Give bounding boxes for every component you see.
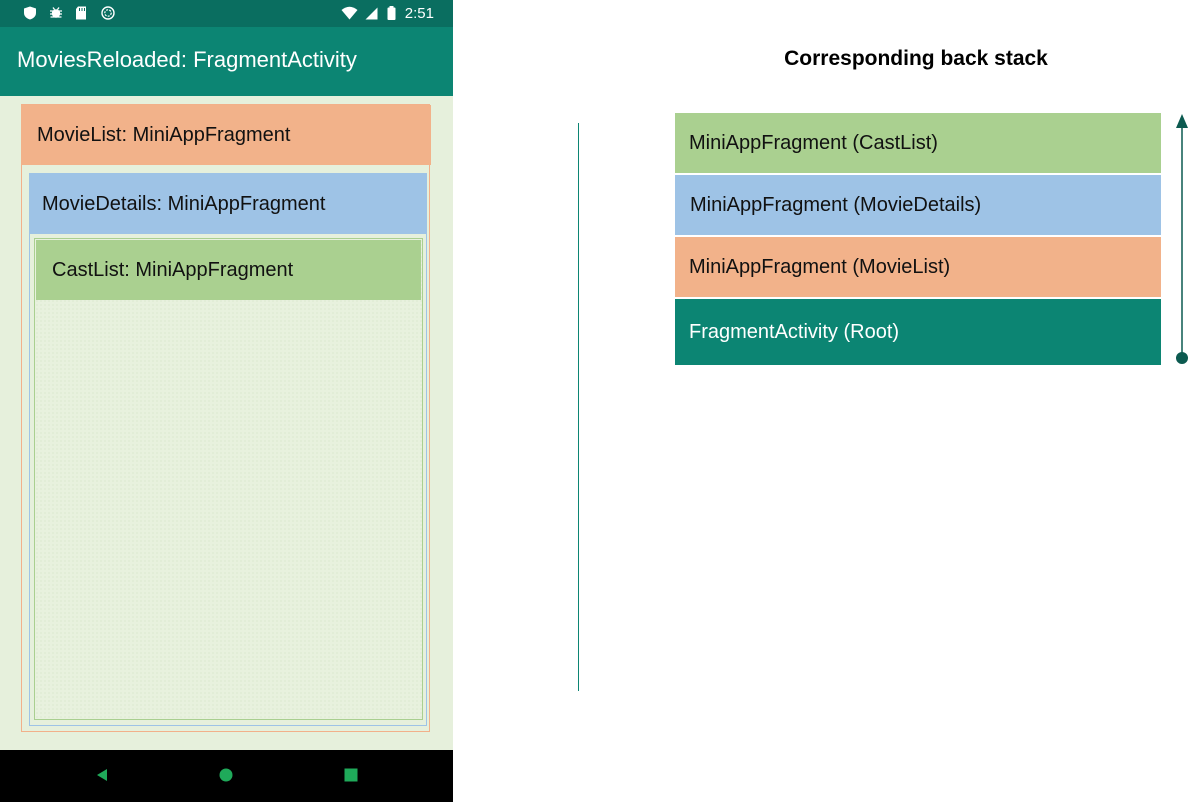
wifi-icon xyxy=(341,6,358,20)
battery-icon xyxy=(387,6,396,20)
phone-screen: 2:51 MoviesReloaded: FragmentActivity Mo… xyxy=(0,0,453,802)
back-stack-item-moviedetails: MiniAppFragment (MovieDetails) xyxy=(675,175,1161,235)
shield-icon xyxy=(24,6,36,20)
status-bar: 2:51 xyxy=(0,0,453,27)
cast-list-fragment xyxy=(34,238,423,720)
back-stack-title: Corresponding back stack xyxy=(784,47,1048,70)
app-bar: MoviesReloaded: FragmentActivity xyxy=(0,27,453,96)
cast-list-fragment-header: CastList: MiniAppFragment xyxy=(36,240,421,300)
bug-icon xyxy=(50,7,62,18)
movie-details-fragment-header: MovieDetails: MiniAppFragment xyxy=(29,174,427,234)
recents-icon[interactable] xyxy=(344,768,358,782)
movie-list-fragment xyxy=(21,104,430,732)
app-bar-title: MoviesReloaded: FragmentActivity xyxy=(17,47,357,72)
back-stack-item-castlist: MiniAppFragment (CastList) xyxy=(675,113,1161,173)
sync-icon xyxy=(101,6,115,20)
section-divider xyxy=(578,123,579,691)
navigation-bar xyxy=(0,750,453,802)
sd-card-icon xyxy=(76,6,86,20)
back-stack-item-movielist: MiniAppFragment (MovieList) xyxy=(675,237,1161,297)
home-icon[interactable] xyxy=(219,768,233,782)
movie-details-fragment xyxy=(29,173,427,726)
signal-icon xyxy=(364,6,378,20)
status-time: 2:51 xyxy=(404,5,434,22)
back-stack-item-root: FragmentActivity (Root) xyxy=(675,299,1161,365)
back-icon[interactable] xyxy=(95,768,109,782)
stack-direction-arrow-icon xyxy=(1176,114,1188,364)
movie-list-fragment-header: MovieList: MiniAppFragment xyxy=(21,105,431,165)
